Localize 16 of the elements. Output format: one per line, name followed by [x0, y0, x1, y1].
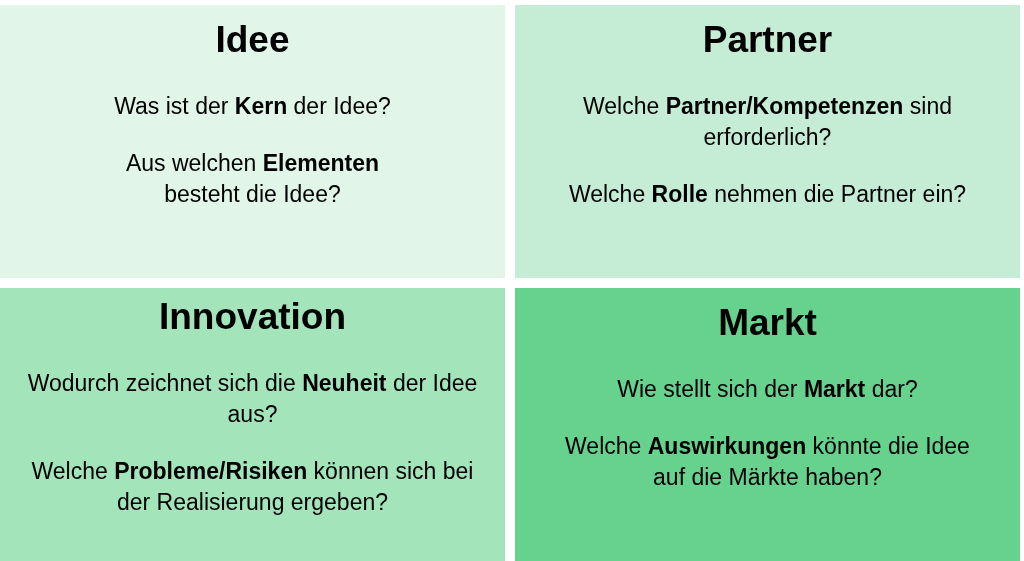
quadrant-panel [0, 288, 505, 561]
panel-heading: Idee [215, 19, 290, 61]
quadrant-panel [515, 288, 1020, 561]
panel-heading: Partner [702, 19, 833, 61]
question-text: Welche Rolle nehmen die Partner ein? [567, 180, 968, 209]
quadrant-panel [515, 5, 1020, 278]
panel-heading: Innovation [158, 296, 346, 338]
panel-heading: Markt [718, 302, 817, 344]
question-text: Welche Auswirkungen könnte die Idee auf die Märkte haben? [564, 432, 971, 492]
question-text: Wie stellt sich der Markt dar? [616, 375, 919, 404]
question-text: Was ist der Kern der Idee? [113, 92, 392, 121]
question-text: Welche Probleme/Risiken können sich bei der Realisierung ergeben? [30, 457, 475, 517]
quadrant-panel [0, 5, 505, 278]
question-text: Aus welchen Elementen besteht die Idee? [124, 149, 381, 209]
question-text: Welche Partner/Kompetenzen sind erforderlich? [582, 92, 953, 152]
question-text: Wodurch zeichnet sich die Neuheit der Idee aus? [26, 369, 479, 429]
